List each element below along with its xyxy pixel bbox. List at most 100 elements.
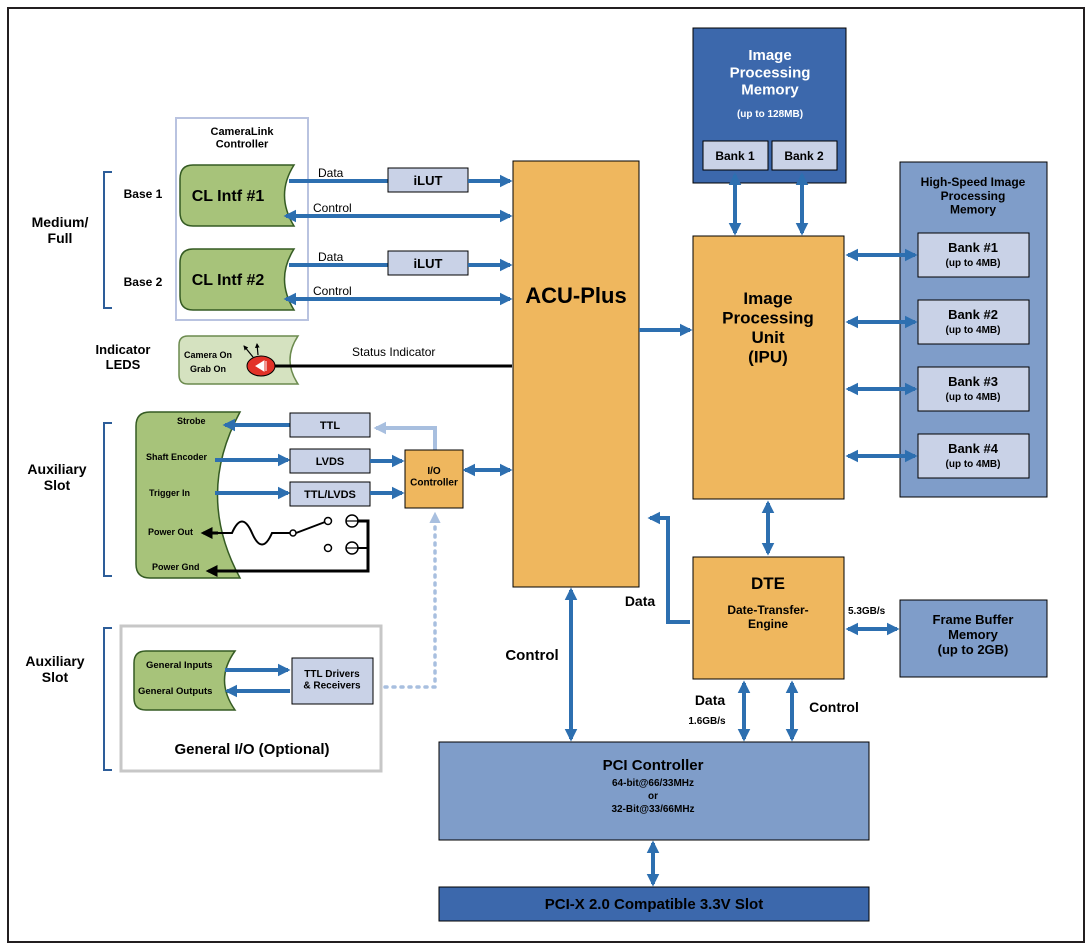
control-label-1: Control bbox=[313, 201, 352, 215]
power-node-1 bbox=[289, 529, 297, 537]
shaft-label: Shaft Encoder bbox=[146, 452, 208, 462]
cl-intf-2-shape bbox=[179, 248, 296, 311]
pci-title: PCI Controller bbox=[603, 757, 704, 774]
hs-bank-box bbox=[917, 232, 1030, 278]
power-out-label: Power Out bbox=[148, 527, 193, 537]
switch-1-node bbox=[323, 516, 333, 526]
diode-icon bbox=[255, 360, 267, 372]
strobe-label: Strobe bbox=[177, 416, 206, 426]
ilut-1-label: iLUT bbox=[414, 173, 443, 188]
hs-bank-size: (up to 4MB) bbox=[946, 325, 1001, 336]
bracket-aux-2 bbox=[103, 627, 112, 771]
ttl-drivers-label: TTL Drivers& Receivers bbox=[303, 669, 361, 692]
ilut-2-box bbox=[387, 250, 469, 276]
control-left-label: Control bbox=[505, 647, 558, 664]
label-base1: Base 1 bbox=[124, 187, 163, 201]
data-label-1: Data bbox=[318, 166, 344, 180]
ttl-feedback-arrow bbox=[373, 421, 437, 450]
general-io-box bbox=[119, 624, 383, 773]
ipm-bank2-label: Bank 2 bbox=[784, 149, 824, 163]
general-outputs-label: General Outputs bbox=[138, 686, 212, 697]
dte-box bbox=[692, 556, 845, 680]
trigger-label: Trigger In bbox=[149, 488, 190, 498]
dte-speed-label: 5.3GB/s bbox=[848, 606, 886, 617]
indicator-shape bbox=[178, 335, 300, 385]
pci-speed-label: 1.6GB/s bbox=[688, 716, 726, 727]
grab-on-label: Grab On bbox=[190, 364, 226, 374]
dte-sub: Date-Transfer-Engine bbox=[727, 603, 808, 631]
hs-bank-size: (up to 4MB) bbox=[946, 392, 1001, 403]
hs-bank-name: Bank #2 bbox=[948, 307, 998, 322]
general-io-connector bbox=[133, 650, 237, 711]
led-ray-1 bbox=[243, 345, 254, 358]
pci-control-right-label: Control bbox=[809, 699, 859, 715]
pcix-slot-box bbox=[438, 886, 870, 922]
pci-controller-box bbox=[438, 741, 870, 841]
hs-bank-box bbox=[917, 433, 1030, 479]
dte-title: DTE bbox=[751, 574, 785, 593]
data-label-2: Data bbox=[318, 250, 344, 264]
ttl-lvds-box bbox=[289, 481, 371, 507]
ttl-lvds-label: TTL/LVDS bbox=[304, 489, 356, 501]
cl-intf-1-shape bbox=[179, 164, 296, 227]
switch-2-node bbox=[323, 543, 333, 553]
led-ray-2 bbox=[254, 343, 260, 356]
dte-data-label: Data bbox=[625, 593, 656, 609]
hs-bank-size: (up to 4MB) bbox=[946, 459, 1001, 470]
control-label-2: Control bbox=[313, 284, 352, 298]
pci-data-label: Data bbox=[695, 692, 726, 708]
bracket-aux-1 bbox=[103, 422, 112, 577]
lvds-label: LVDS bbox=[316, 456, 345, 468]
pcix-slot-label: PCI-X 2.0 Compatible 3.3V Slot bbox=[545, 896, 763, 913]
ipm-size: (up to 128MB) bbox=[737, 109, 803, 120]
ttl-box bbox=[289, 412, 371, 438]
acu-plus-label: ACU-Plus bbox=[525, 283, 626, 308]
ilut-2-label: iLUT bbox=[414, 256, 443, 271]
frame-buffer-box bbox=[899, 599, 1048, 678]
hs-bank-name: Bank #1 bbox=[948, 240, 998, 255]
label-base2: Base 2 bbox=[124, 275, 163, 289]
dte-acu-data-arrow bbox=[647, 511, 690, 624]
hs-bank-list: Bank #1 (up to 4MB) Bank #2 (up to 4MB) Bank… bbox=[845, 232, 1030, 479]
ipm-bank2-box bbox=[771, 140, 838, 171]
hs-bank-size: (up to 4MB) bbox=[946, 258, 1001, 269]
hs-bank-name: Bank #3 bbox=[948, 374, 998, 389]
general-io-dotted-link bbox=[383, 511, 441, 689]
pci-line2: or bbox=[648, 791, 658, 802]
acu-plus-box bbox=[512, 160, 640, 588]
power-gnd-wire bbox=[205, 519, 370, 577]
pci-line1: 64-bit@66/33MHz bbox=[612, 778, 694, 789]
hs-bank-box bbox=[917, 299, 1030, 345]
switch-1-blade bbox=[295, 521, 326, 534]
ttl-drivers-box bbox=[291, 657, 374, 705]
power-wire-sine bbox=[203, 520, 290, 546]
io-controller-box bbox=[404, 449, 464, 509]
ilut-1-box bbox=[387, 167, 469, 193]
ttl-label: TTL bbox=[320, 420, 340, 432]
status-label: Status Indicator bbox=[352, 345, 435, 359]
aux-connector-shape bbox=[135, 411, 242, 579]
cl-intf-2-label: CL Intf #2 bbox=[192, 272, 265, 289]
lvds-box bbox=[289, 448, 371, 474]
bracket-medium-full bbox=[103, 171, 112, 309]
cl-intf-1-label: CL Intf #1 bbox=[192, 188, 265, 205]
camera-on-label: Camera On bbox=[184, 350, 232, 360]
power-gnd-label: Power Gnd bbox=[152, 562, 200, 572]
ipm-bank1-box bbox=[702, 140, 769, 171]
hs-bank-name: Bank #4 bbox=[948, 441, 999, 456]
general-io-title: General I/O (Optional) bbox=[174, 741, 329, 758]
ipm-bank1-label: Bank 1 bbox=[715, 149, 755, 163]
pci-line3: 32-Bit@33/66MHz bbox=[611, 804, 694, 815]
general-inputs-label: General Inputs bbox=[146, 660, 213, 671]
ipu-box bbox=[692, 235, 845, 500]
